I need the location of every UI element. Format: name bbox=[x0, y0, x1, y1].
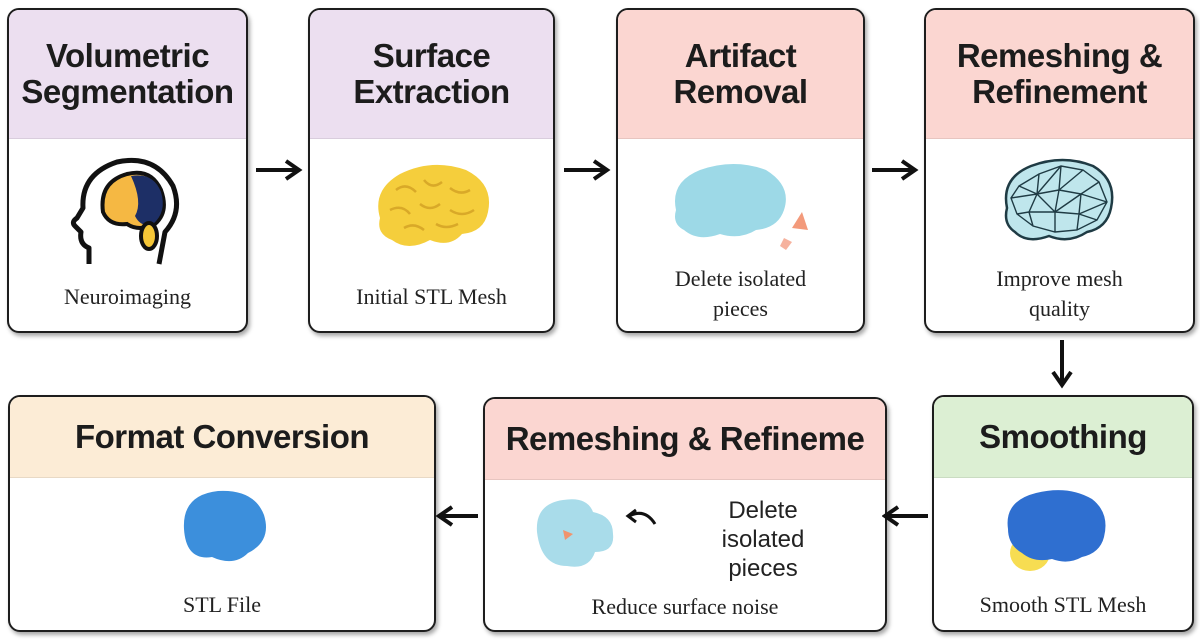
stage-remeshing-refinement: Remeshing & Refinement Improve mesh qual… bbox=[924, 8, 1195, 333]
blue-blob-icon bbox=[178, 485, 272, 576]
stage-title: Volumetric Segmentation bbox=[9, 10, 246, 139]
stage-surface-extraction: Surface Extraction Initial STL Mesh bbox=[308, 8, 555, 333]
curved-arrow-icon bbox=[625, 508, 657, 525]
stage-format-conversion: Format Conversion STL File bbox=[8, 395, 436, 632]
stage-caption: Neuroimaging bbox=[63, 284, 192, 309]
stage-volumetric-segmentation: Volumetric Segmentation Neuroimaging bbox=[7, 8, 248, 333]
stage-remeshing-refineme: Remeshing & Refineme Delete isolated pie… bbox=[483, 397, 887, 632]
side-note: Delete isolated pieces bbox=[721, 497, 805, 582]
stage-title: Artifact Removal bbox=[618, 10, 863, 139]
stage-caption: Smooth STL Mesh bbox=[979, 592, 1147, 617]
smooth-brain-icon bbox=[1002, 485, 1112, 586]
brain-with-fragments-icon bbox=[668, 160, 818, 260]
wireframe-brain-icon bbox=[999, 156, 1119, 257]
stage-caption: Improve mesh quality bbox=[996, 266, 1123, 321]
arrow-right-icon bbox=[256, 159, 303, 181]
arrow-down-icon bbox=[1051, 340, 1073, 389]
arrow-left-icon bbox=[436, 505, 478, 527]
stage-title: Surface Extraction bbox=[310, 10, 553, 139]
stage-title: Format Conversion bbox=[10, 397, 434, 478]
arrow-left-icon bbox=[882, 505, 928, 527]
stage-caption: Initial STL Mesh bbox=[356, 284, 507, 309]
yellow-brain-icon bbox=[370, 160, 495, 257]
stage-caption: Delete isolated pieces bbox=[674, 266, 807, 321]
head-brain-icon bbox=[69, 152, 189, 282]
stage-artifact-removal: Artifact Removal Delete isolated pieces bbox=[616, 8, 865, 333]
stage-caption: STL File bbox=[182, 592, 262, 617]
stage-caption: Reduce surface noise bbox=[591, 594, 779, 619]
blob-with-fragment-icon bbox=[533, 494, 623, 579]
stage-title: Smoothing bbox=[934, 397, 1192, 478]
arrow-right-icon bbox=[872, 159, 919, 181]
stage-title: Remeshing & Refinement bbox=[926, 10, 1193, 139]
arrow-right-icon bbox=[564, 159, 611, 181]
stage-smoothing: Smoothing Smooth STL Mesh bbox=[932, 395, 1194, 632]
stage-title: Remeshing & Refineme bbox=[485, 399, 885, 480]
